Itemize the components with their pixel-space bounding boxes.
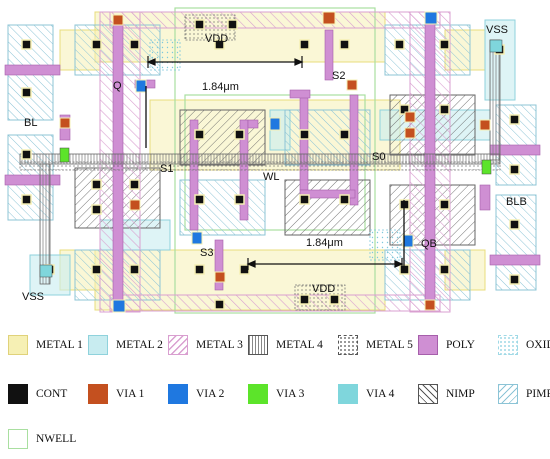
legend-item-metal2: METAL 2 bbox=[88, 334, 163, 356]
legend-swatch-nwell bbox=[8, 429, 28, 449]
legend-label-via1: VIA 1 bbox=[116, 388, 145, 400]
label-dimension-top: 1.84μm bbox=[202, 81, 239, 93]
legend-label-poly: POLY bbox=[446, 339, 475, 351]
legend-item-metal3: METAL 3 bbox=[168, 334, 243, 356]
legend-swatch-via2 bbox=[168, 384, 188, 404]
label-blb: BLB bbox=[506, 196, 527, 208]
metal5-regions bbox=[19, 14, 501, 311]
label-s2: S2 bbox=[332, 70, 345, 82]
legend-swatch-pimp bbox=[498, 384, 518, 404]
label-s1: S1 bbox=[160, 163, 173, 175]
via4-marks bbox=[39, 39, 503, 278]
legend-label-metal2: METAL 2 bbox=[116, 339, 163, 351]
legend-item-metal1: METAL 1 bbox=[8, 334, 83, 356]
via3-marks bbox=[59, 147, 492, 175]
legend-item-cont: CONT bbox=[8, 383, 67, 405]
legend-swatch-oxide bbox=[498, 335, 518, 355]
label-vss-top-right: VSS bbox=[486, 24, 508, 36]
legend-swatch-metal4 bbox=[248, 335, 268, 355]
label-wl: WL bbox=[263, 171, 280, 183]
legend-label-metal4: METAL 4 bbox=[276, 339, 323, 351]
label-s0: S0 bbox=[372, 151, 385, 163]
legend-item-pimp: PIMP bbox=[498, 383, 550, 405]
legend-label-metal3: METAL 3 bbox=[196, 339, 243, 351]
legend-item-nwell: NWELL bbox=[8, 428, 76, 450]
legend-item-metal5: METAL 5 bbox=[338, 334, 413, 356]
legend-swatch-metal3 bbox=[168, 335, 188, 355]
legend-item-oxide: OXIDE bbox=[498, 334, 550, 356]
legend-item-via4: VIA 4 bbox=[338, 383, 394, 405]
legend-label-via2: VIA 2 bbox=[196, 388, 225, 400]
label-bl: BL bbox=[24, 117, 37, 129]
legend-item-nimp: NIMP bbox=[418, 383, 475, 405]
label-qb: QB bbox=[421, 238, 437, 250]
legend-swatch-nimp bbox=[418, 384, 438, 404]
sram-layout-diagram: VDD VDD VSS VSS BL BLB WL Q QB S0 S1 S2 … bbox=[4, 7, 541, 314]
legend-swatch-cont bbox=[8, 384, 28, 404]
legend-label-cont: CONT bbox=[36, 388, 68, 400]
legend-item-via1: VIA 1 bbox=[88, 383, 144, 405]
label-vdd-top: VDD bbox=[205, 33, 228, 45]
layer-legend: METAL 1 METAL 2 METAL 3 METAL 4 METAL 5 POLY O… bbox=[0, 328, 550, 459]
legend-item-metal4: METAL 4 bbox=[248, 334, 323, 356]
label-vdd-bottom: VDD bbox=[312, 283, 335, 295]
legend-swatch-via4 bbox=[338, 384, 358, 404]
label-vss-bottom-left: VSS bbox=[22, 291, 44, 303]
legend-label-pimp: PIMP bbox=[526, 388, 550, 400]
via1-marks bbox=[59, 11, 491, 311]
dimension-arrow-top bbox=[146, 56, 304, 68]
legend-label-nwell: NWELL bbox=[36, 433, 77, 445]
legend-label-metal1: METAL 1 bbox=[36, 339, 83, 351]
label-s3: S3 bbox=[200, 247, 213, 259]
via2-marks bbox=[112, 11, 438, 313]
legend-item-via3: VIA 3 bbox=[248, 383, 304, 405]
routing-lines bbox=[145, 86, 405, 272]
legend-swatch-metal2 bbox=[88, 335, 108, 355]
legend-label-oxide: OXIDE bbox=[526, 339, 550, 351]
legend-swatch-metal5 bbox=[338, 335, 358, 355]
dimension-arrow-bottom bbox=[246, 258, 404, 270]
legend-item-poly: POLY bbox=[418, 334, 475, 356]
legend-swatch-poly bbox=[418, 335, 438, 355]
legend-label-via4: VIA 4 bbox=[366, 388, 395, 400]
legend-label-metal5: METAL 5 bbox=[366, 339, 413, 351]
legend-item-via2: VIA 2 bbox=[168, 383, 224, 405]
label-q: Q bbox=[113, 80, 122, 92]
legend-swatch-metal1 bbox=[8, 335, 28, 355]
legend-swatch-via3 bbox=[248, 384, 268, 404]
legend-label-via3: VIA 3 bbox=[276, 388, 305, 400]
legend-swatch-via1 bbox=[88, 384, 108, 404]
oxide-regions bbox=[149, 39, 401, 261]
legend-label-nimp: NIMP bbox=[446, 388, 475, 400]
label-dimension-bottom: 1.84μm bbox=[306, 237, 343, 249]
